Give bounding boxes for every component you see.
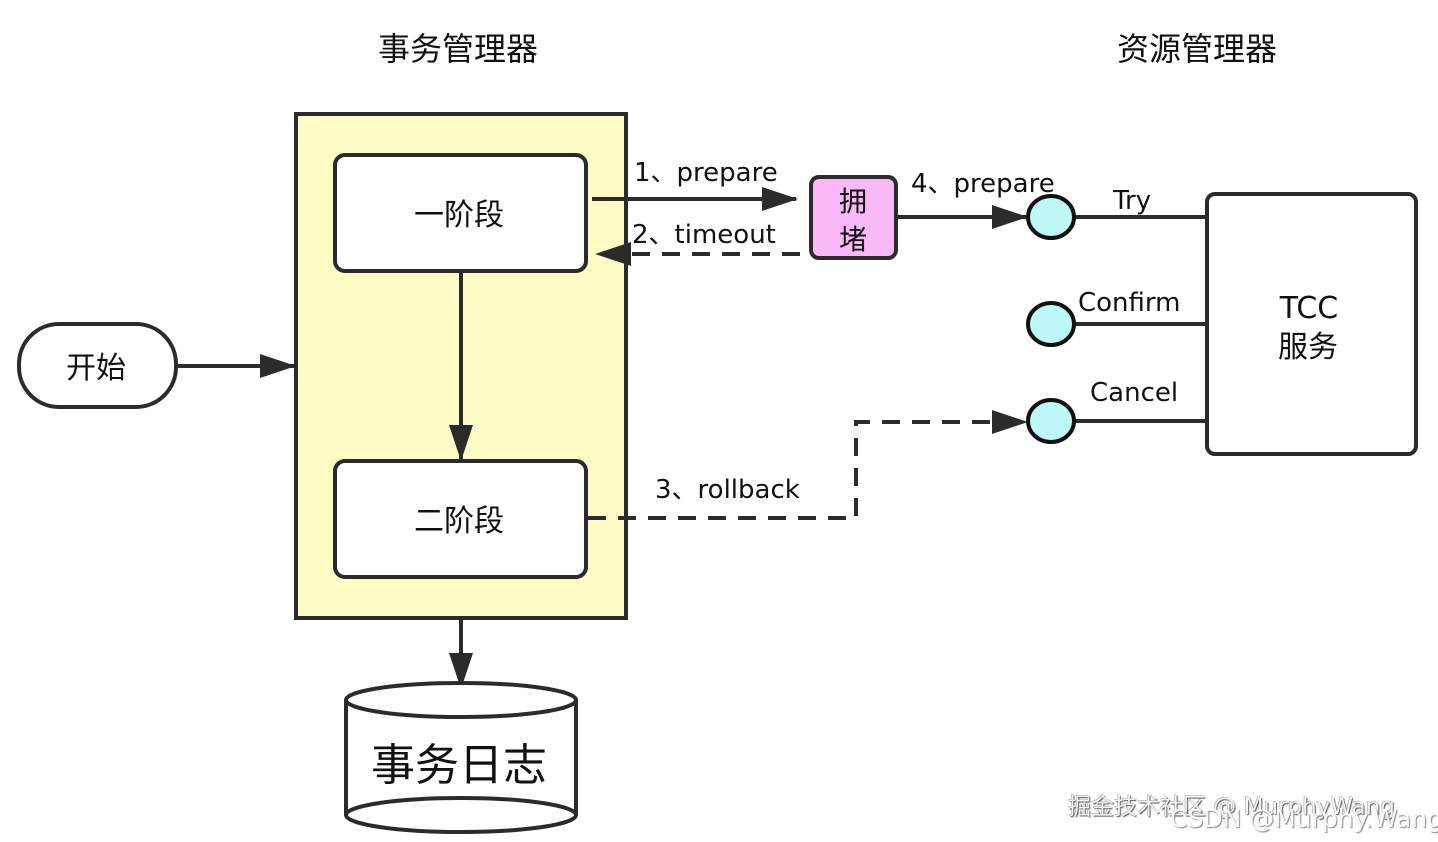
tcc-label-line1: TCC bbox=[1279, 291, 1338, 326]
transaction-manager-header: 事务管理器 bbox=[378, 30, 538, 68]
start-node[interactable]: 开始 bbox=[17, 322, 178, 409]
phase-one-label: 一阶段 bbox=[414, 198, 504, 233]
prepare-label-1: 1、prepare bbox=[634, 158, 778, 188]
tcc-label-line2: 服务 bbox=[1278, 330, 1338, 365]
confirm-label: Confirm bbox=[1078, 288, 1180, 318]
juejin-watermark: 掘金技术社区 @ MurphyWang bbox=[1068, 794, 1395, 820]
resource-manager-header: 资源管理器 bbox=[1117, 30, 1277, 68]
cancel-label: Cancel bbox=[1090, 378, 1178, 408]
phase-one-node[interactable]: 一阶段 bbox=[333, 153, 588, 273]
try-port[interactable] bbox=[1026, 194, 1076, 240]
rollback-label: 3、rollback bbox=[655, 475, 800, 505]
transaction-log-label: 事务日志 bbox=[371, 740, 547, 791]
transaction-log-node[interactable]: 事务日志 bbox=[344, 681, 578, 834]
timeout-label: 2、timeout bbox=[632, 220, 776, 250]
confirm-port[interactable] bbox=[1026, 301, 1076, 347]
tcc-service-node[interactable]: TCC 服务 bbox=[1205, 192, 1418, 456]
csdn-watermark: CSDN @Murphy.Wang bbox=[1170, 804, 1438, 833]
cancel-port[interactable] bbox=[1026, 398, 1076, 444]
start-label: 开始 bbox=[66, 351, 126, 386]
try-label: Try bbox=[1112, 186, 1151, 216]
phase-two-node[interactable]: 二阶段 bbox=[333, 459, 588, 579]
blocked-label-line2: 堵 bbox=[839, 223, 867, 256]
prepare-label-4: 4、prepare bbox=[911, 169, 1055, 199]
phase-two-label: 二阶段 bbox=[414, 504, 504, 539]
blocked-node[interactable]: 拥 堵 bbox=[809, 175, 898, 260]
rollback-arrow bbox=[588, 410, 1028, 520]
blocked-label-line1: 拥 bbox=[839, 185, 867, 218]
